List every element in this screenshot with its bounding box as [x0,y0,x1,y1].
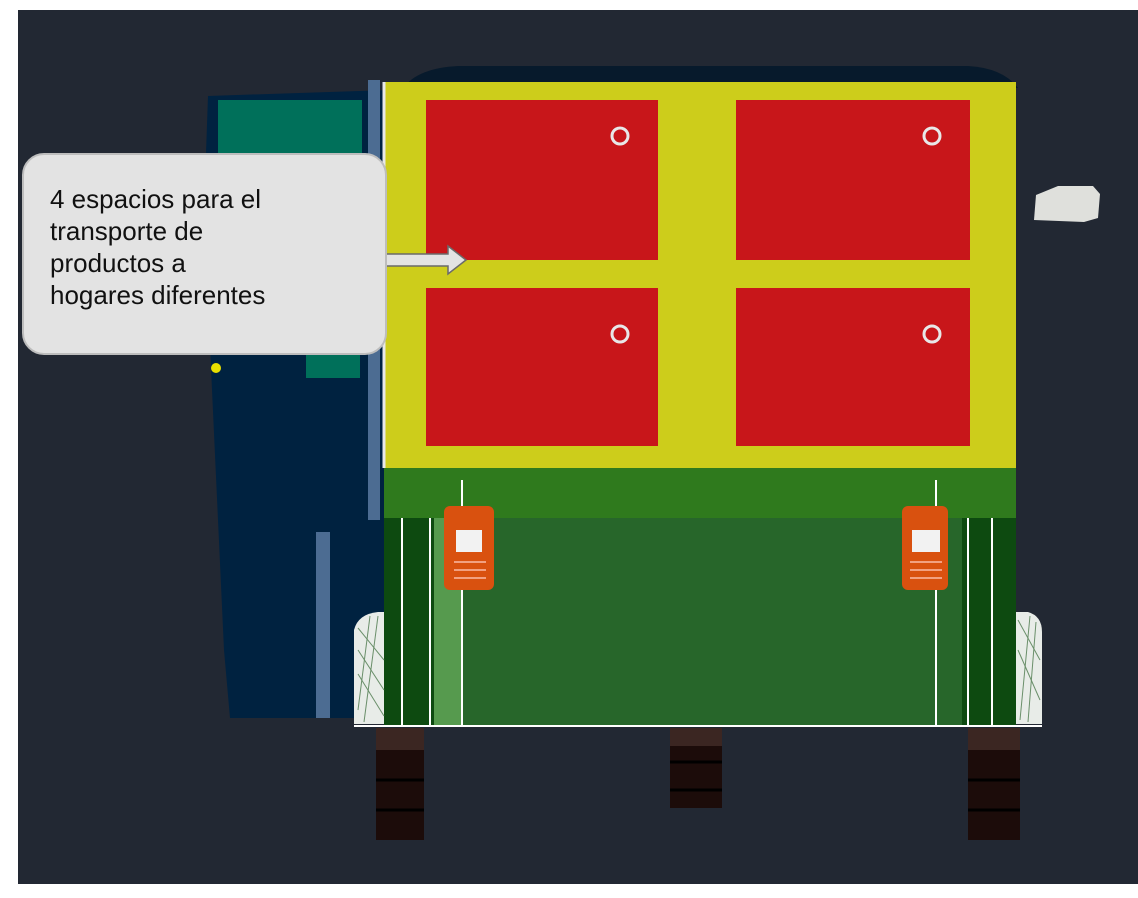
lock-ring-icon [610,126,630,146]
lock-ring-icon [610,324,630,344]
compartment-3 [426,288,658,446]
vehicle-rear-view [204,66,1100,840]
wheel-right [968,728,1020,840]
chassis-right-shade [962,518,1016,726]
bumper-left [354,612,384,724]
callout-line: productos a [50,248,186,278]
cab-light [211,363,221,373]
lock-ring-icon [922,126,942,146]
callout-line: transporte de [50,216,204,246]
arrow-right-icon [385,244,468,276]
callout-line: hogares diferentes [50,280,266,310]
compartment-2 [736,100,970,260]
compartment-4 [736,288,970,446]
callout-line: 4 espacios para el [50,184,262,214]
cad-drawing-canvas: 4 espacios para el transporte de product… [18,10,1138,884]
side-mirror [1034,186,1100,222]
cab-window [218,100,362,160]
cab-step [316,532,330,718]
lock-ring-icon [922,324,942,344]
wheel-left [376,728,424,840]
wheel-middle [670,728,722,808]
callout-box: 4 espacios para el transporte de product… [22,153,387,355]
compartment-1 [426,100,658,260]
tail-light-left [444,506,494,590]
tail-light-right [902,506,948,590]
